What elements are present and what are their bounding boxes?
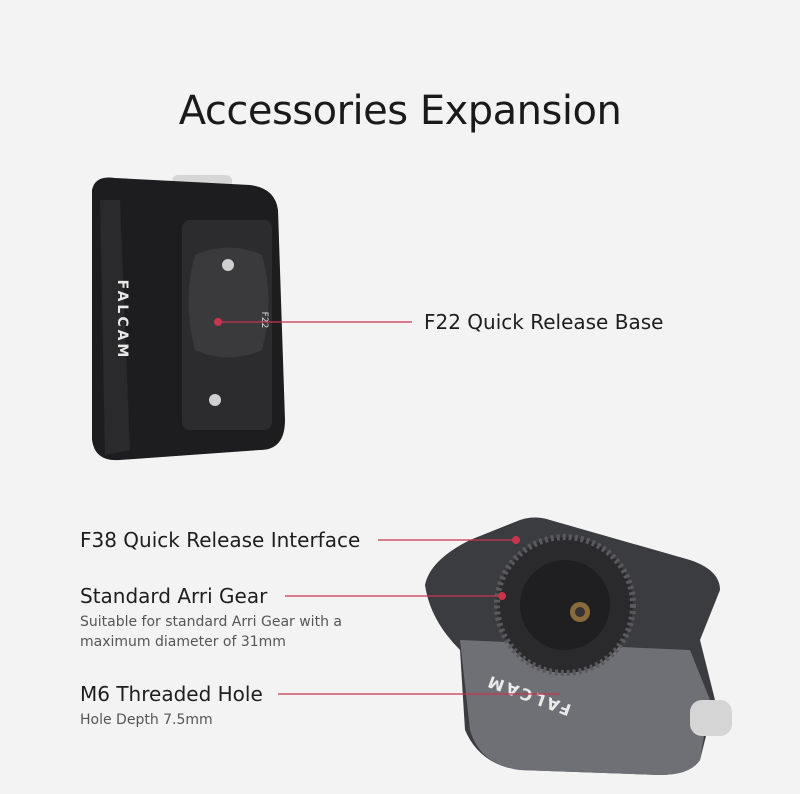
callout-arri-label: Standard Arri Gear bbox=[80, 584, 268, 608]
f22-product-image: FALCAM F22 bbox=[92, 175, 285, 461]
f38-product-image: FALCAM bbox=[425, 517, 732, 775]
page-title: Accessories Expansion bbox=[178, 88, 622, 134]
callout-m6-description: Hole Depth 7.5mm bbox=[80, 712, 213, 728]
svg-text:F22: F22 bbox=[259, 312, 269, 329]
f22-brand-text: FALCAM bbox=[114, 280, 130, 361]
callout-f22-label: F22 Quick Release Base bbox=[424, 310, 664, 334]
callout-f38-label: F38 Quick Release Interface bbox=[80, 528, 361, 552]
callout-m6-label: M6 Threaded Hole bbox=[80, 682, 263, 706]
callout-arri-description: Suitable for standard Arri Gear with a m… bbox=[80, 614, 342, 650]
